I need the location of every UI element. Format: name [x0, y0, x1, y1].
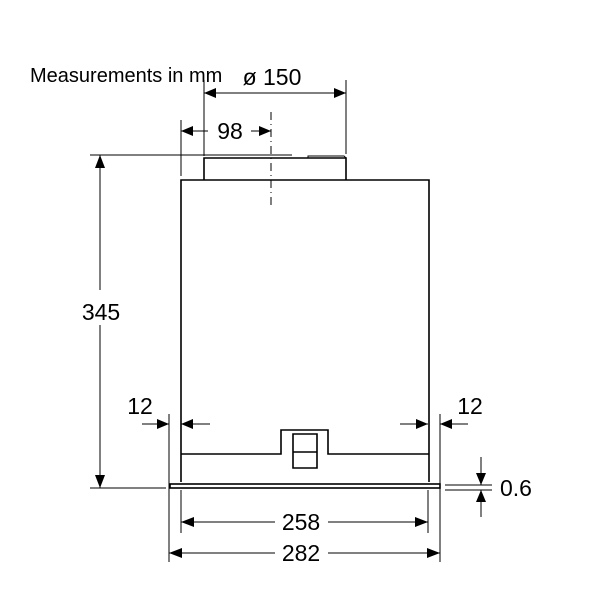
dim-margin-left: 12	[127, 393, 210, 562]
dim-margin-right: 12	[400, 393, 483, 562]
dim-label-body-width: 258	[282, 509, 320, 535]
dim-label-margin-left: 12	[127, 393, 153, 419]
dim-height: 345	[82, 154, 292, 489]
collar-tab	[307, 155, 347, 159]
drawing-title: Measurements in mm	[30, 65, 222, 87]
dim-label-offset: 98	[217, 118, 243, 144]
dim-label-overall-width: 282	[282, 540, 320, 566]
bottom-flange	[169, 483, 441, 489]
lower-edge	[181, 429, 429, 455]
hood-outline	[169, 155, 441, 489]
dim-duct-offset: 98	[180, 118, 271, 176]
dim-overall-width: 282	[169, 540, 440, 566]
duct-collar	[203, 157, 347, 180]
dim-body-width: 258	[181, 509, 428, 535]
hood-body	[180, 179, 430, 482]
dim-duct-diameter: ø 150	[203, 64, 347, 156]
handle	[292, 433, 318, 469]
dim-label-height: 345	[82, 299, 120, 325]
dim-flange-thickness: 0.6	[445, 457, 532, 517]
dim-label-diameter: ø 150	[243, 64, 302, 90]
dim-label-margin-right: 12	[457, 393, 483, 419]
dim-label-thickness: 0.6	[500, 475, 532, 501]
